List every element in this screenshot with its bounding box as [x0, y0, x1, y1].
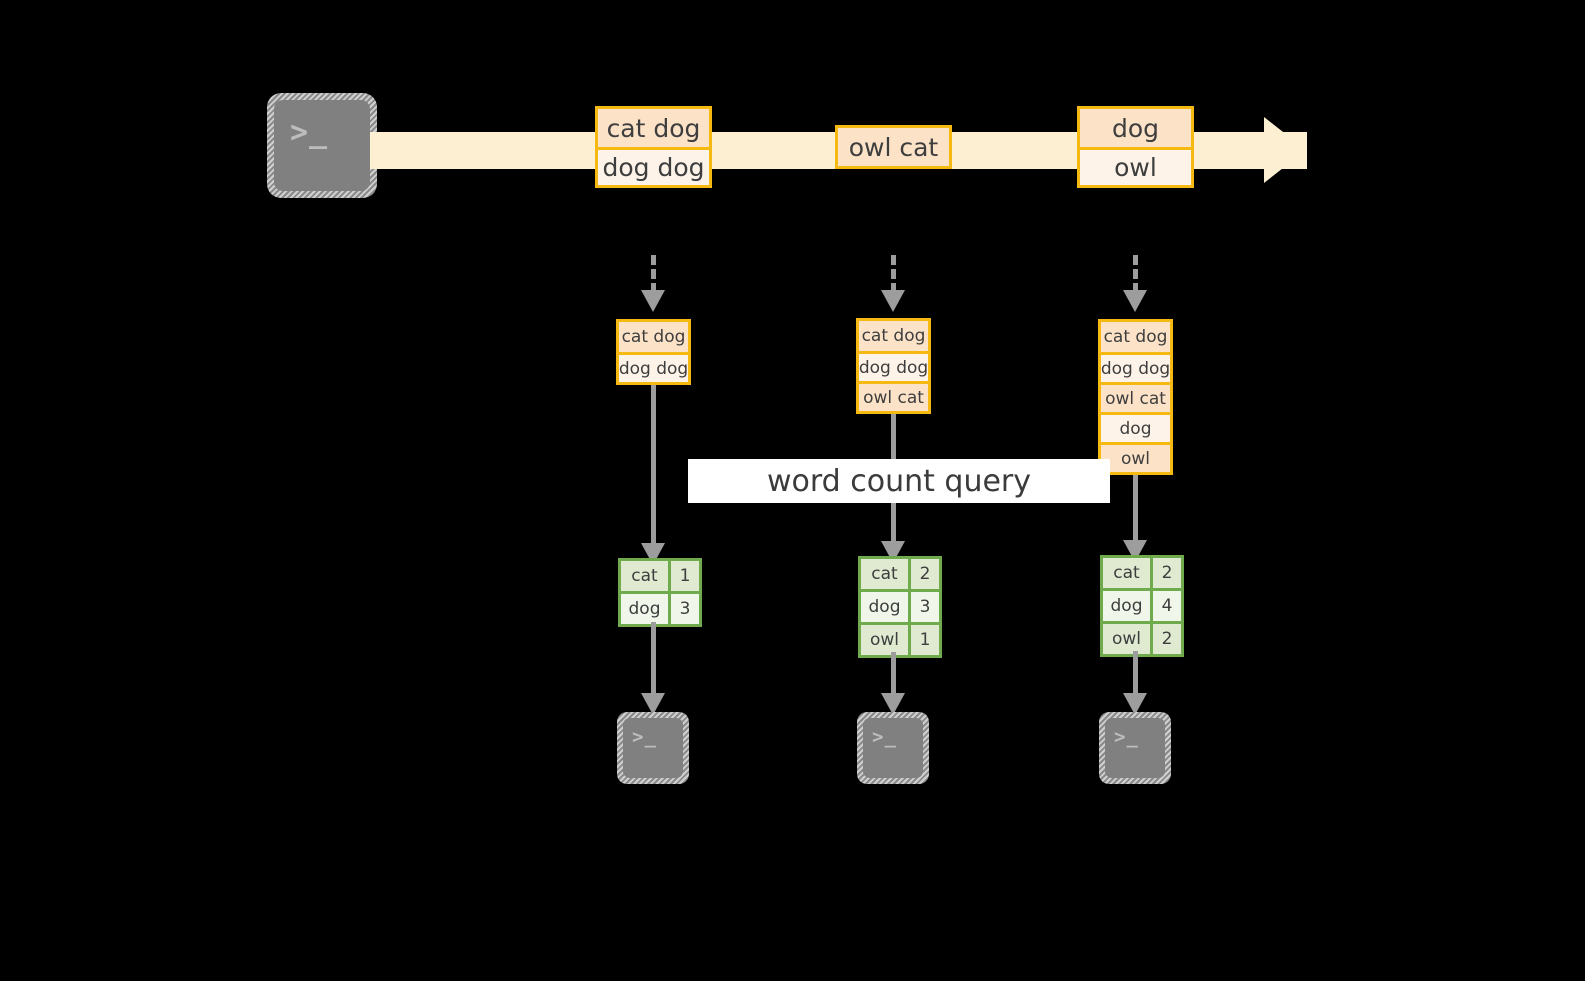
table-row: owl 1 [861, 622, 939, 655]
snapshot-record: owl cat [859, 381, 928, 411]
result-count: 1 [911, 625, 939, 655]
result-table-3: cat 2 dog 4 owl 2 [1100, 555, 1184, 657]
snapshot-stack-1: cat dog dog dog [616, 319, 691, 385]
snapshot-record: dog dog [619, 352, 688, 382]
terminal-screen: >_ [1105, 718, 1165, 778]
result-count: 1 [671, 561, 699, 591]
terminal-prompt: >_ [1114, 726, 1139, 748]
sink-terminal-icon-3: >_ [1099, 712, 1171, 784]
result-count: 4 [1153, 591, 1181, 621]
snapshot-trigger-arrowhead-1 [641, 290, 665, 312]
snapshot-trigger-arrowhead-3 [1123, 290, 1147, 312]
terminal-prompt: >_ [290, 115, 329, 150]
sink-flow-line-1 [651, 622, 656, 700]
sink-flow-arrowhead-1 [641, 693, 665, 715]
sink-terminal-icon-1: >_ [617, 712, 689, 784]
result-word: cat [621, 561, 671, 591]
stream-record: owl cat [838, 128, 949, 166]
result-count: 2 [1153, 558, 1181, 588]
table-row: dog 3 [861, 589, 939, 622]
result-table-2: cat 2 dog 3 owl 1 [858, 556, 942, 658]
result-word: cat [1103, 558, 1153, 588]
sink-flow-line-3 [1133, 651, 1138, 700]
source-terminal-icon: >_ [267, 93, 377, 198]
result-count: 2 [911, 559, 939, 589]
result-word: dog [1103, 591, 1153, 621]
table-row: dog 4 [1103, 588, 1181, 621]
table-row: cat 2 [861, 559, 939, 589]
sink-flow-arrowhead-2 [881, 693, 905, 715]
result-word: owl [1103, 624, 1153, 654]
table-row: cat 1 [621, 561, 699, 591]
stream-group-1: cat dog dog dog [595, 106, 712, 188]
snapshot-stack-3: cat dog dog dog owl cat dog owl [1098, 319, 1173, 475]
query-label-band: word count query [688, 459, 1110, 503]
snapshot-trigger-line-3 [1133, 255, 1138, 293]
table-row: dog 3 [621, 591, 699, 624]
result-count: 3 [911, 592, 939, 622]
snapshot-record: owl cat [1101, 382, 1170, 412]
snapshot-record: cat dog [619, 322, 688, 352]
sink-flow-line-2 [891, 652, 896, 700]
table-row: cat 2 [1103, 558, 1181, 588]
terminal-prompt: >_ [872, 726, 897, 748]
sink-terminal-icon-2: >_ [857, 712, 929, 784]
snapshot-record: dog dog [1101, 352, 1170, 382]
snapshot-record: dog [1101, 412, 1170, 442]
snapshot-trigger-arrowhead-2 [881, 290, 905, 312]
query-label-text: word count query [766, 463, 1032, 499]
result-count: 2 [1153, 624, 1181, 654]
stream-record: dog [1080, 109, 1191, 147]
terminal-screen: >_ [623, 718, 683, 778]
result-table-1: cat 1 dog 3 [618, 558, 702, 627]
result-word: owl [861, 625, 911, 655]
snapshot-record: cat dog [1101, 322, 1170, 352]
result-count: 3 [671, 594, 699, 624]
snapshot-trigger-line-2 [891, 255, 896, 293]
stream-record: owl [1080, 147, 1191, 185]
stream-record: dog dog [598, 147, 709, 185]
event-stream-arrowhead [1264, 117, 1306, 183]
sink-flow-arrowhead-3 [1123, 693, 1147, 715]
snapshot-record: dog dog [859, 351, 928, 381]
snapshot-stack-2: cat dog dog dog owl cat [856, 318, 931, 414]
query-flow-line-1 [651, 385, 656, 551]
terminal-prompt: >_ [632, 726, 657, 748]
terminal-screen: >_ [274, 100, 370, 191]
terminal-screen: >_ [863, 718, 923, 778]
query-flow-line-3 [1133, 475, 1138, 549]
snapshot-record: owl [1101, 442, 1170, 472]
result-word: dog [621, 594, 671, 624]
result-word: dog [861, 592, 911, 622]
stream-record: cat dog [598, 109, 709, 147]
stream-group-3: dog owl [1077, 106, 1194, 188]
stream-group-2: owl cat [835, 125, 952, 169]
snapshot-record: cat dog [859, 321, 928, 351]
snapshot-trigger-line-1 [651, 255, 656, 293]
table-row: owl 2 [1103, 621, 1181, 654]
result-word: cat [861, 559, 911, 589]
